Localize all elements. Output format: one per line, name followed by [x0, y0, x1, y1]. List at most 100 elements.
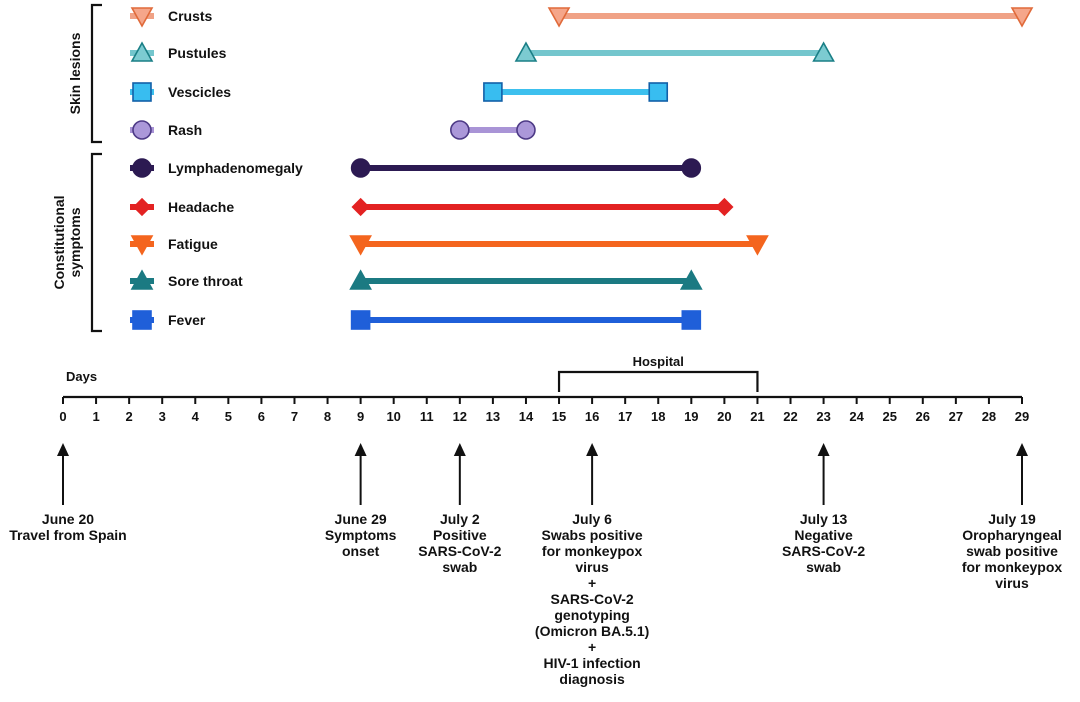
event-arrow-head	[354, 443, 367, 456]
tick-label: 21	[750, 409, 764, 424]
tick-label: 16	[585, 409, 599, 424]
bar-start-marker-lymphadenomegaly	[350, 158, 371, 178]
group-label-line: Constitutional	[51, 195, 67, 289]
bar-end-marker-fever	[681, 310, 702, 330]
period-label: Hospital	[633, 354, 684, 369]
event-text-line: for monkeypox	[542, 543, 643, 559]
event-text-line: for monkeypox	[962, 559, 1063, 575]
bar-start-marker-pustules	[514, 41, 538, 62]
tick-label: 9	[357, 409, 364, 424]
legend: CrustsPustulesVesciclesRashLymphadenomeg…	[130, 7, 303, 330]
tick-label: 12	[453, 409, 467, 424]
tick-label: 19	[684, 409, 698, 424]
bar-start-marker-fatigue	[349, 235, 372, 256]
event-arrow-head	[817, 443, 830, 456]
event-text-line: Travel from Spain	[9, 527, 126, 543]
legend-marker-crusts	[130, 7, 154, 28]
tick-label: 25	[882, 409, 896, 424]
bar-start-marker-sore-throat	[349, 269, 372, 290]
group-bracket	[90, 3, 102, 144]
event-text-line: SARS-CoV-2	[418, 543, 501, 559]
legend-label-fatigue: Fatigue	[168, 236, 218, 252]
tick-label: 23	[816, 409, 830, 424]
event-text-line: (Omicron BA.5.1)	[535, 623, 649, 639]
group-bracket	[90, 152, 102, 333]
event-text-line: onset	[342, 543, 380, 559]
event-text-line: June 29	[335, 511, 387, 527]
tick-label: 2	[126, 409, 133, 424]
event-text-line: genotyping	[554, 607, 629, 623]
tick-label: 29	[1015, 409, 1029, 424]
bar-end-marker-vescicles	[648, 82, 669, 102]
event-text-line: Positive	[433, 527, 487, 543]
event-text-line: Symptoms	[325, 527, 397, 543]
bar-end-marker-crusts	[1010, 7, 1034, 28]
event-text-line: virus	[995, 575, 1029, 591]
legend-marker-headache	[132, 197, 152, 217]
tick-label: 3	[159, 409, 166, 424]
event-text-line: July 6	[572, 511, 612, 527]
group-label-line: symptoms	[67, 207, 83, 277]
group-label: Skin lesions	[67, 32, 83, 114]
tick-label: 17	[618, 409, 632, 424]
event-text-line: July 19	[988, 511, 1036, 527]
tick-label: 22	[783, 409, 797, 424]
event-text-line: July 2	[440, 511, 480, 527]
tick-label: 26	[916, 409, 930, 424]
event-text-line: diagnosis	[559, 671, 625, 687]
event-text-line: SARS-CoV-2	[550, 591, 633, 607]
legend-label-rash: Rash	[168, 122, 202, 138]
legend-label-headache: Headache	[168, 199, 234, 215]
tick-label: 18	[651, 409, 665, 424]
event-text-line: Oropharyngeal	[962, 527, 1062, 543]
event-text-line: swab positive	[966, 543, 1058, 559]
tick-label: 15	[552, 409, 566, 424]
legend-marker-pustules	[130, 41, 154, 62]
tick-label: 8	[324, 409, 331, 424]
legend-marker-sore-throat	[130, 269, 154, 290]
bar-end-marker-fatigue	[746, 235, 769, 256]
bar-start-marker-vescicles	[483, 82, 503, 102]
tick-label: 10	[386, 409, 400, 424]
event-text-line: SARS-CoV-2	[782, 543, 865, 559]
legend-marker-vescicles	[132, 82, 152, 102]
symptom-bars	[349, 7, 1034, 330]
bar-start-marker-crusts	[547, 7, 571, 28]
tick-label: 5	[225, 409, 232, 424]
event-text-line: Swabs positive	[542, 527, 643, 543]
tick-label: 11	[420, 409, 434, 424]
event-text-line: Negative	[794, 527, 853, 543]
event-text-line: July 13	[800, 511, 848, 527]
legend-label-pustules: Pustules	[168, 45, 227, 61]
tick-label: 0	[59, 409, 66, 424]
event-text-line: virus	[575, 559, 609, 575]
bar-start-marker-rash	[450, 120, 470, 140]
bar-end-marker-rash	[516, 120, 536, 140]
legend-label-fever: Fever	[168, 312, 206, 328]
tick-label: 14	[519, 409, 534, 424]
legend-label-crusts: Crusts	[168, 8, 213, 24]
bar-start-marker-fever	[350, 310, 371, 330]
tick-label: 4	[192, 409, 200, 424]
tick-label: 20	[717, 409, 731, 424]
tick-label: 28	[982, 409, 996, 424]
event-text-line: +	[588, 575, 596, 591]
bar-start-marker-headache	[351, 197, 370, 217]
bar-end-marker-pustules	[812, 41, 835, 62]
event-text-line: June 20	[42, 511, 94, 527]
event-text-line: swab	[442, 559, 477, 575]
legend-marker-rash	[132, 120, 152, 140]
tick-label: 1	[92, 409, 99, 424]
legend-marker-fatigue	[130, 235, 154, 256]
tick-label: 6	[258, 409, 265, 424]
period-bracket	[557, 370, 759, 392]
event-text-line: +	[588, 639, 596, 655]
tick-label: 7	[291, 409, 298, 424]
event-arrow-head	[453, 443, 466, 456]
event-text-line: HIV-1 infection	[543, 655, 640, 671]
event-arrow-head	[1016, 443, 1028, 456]
